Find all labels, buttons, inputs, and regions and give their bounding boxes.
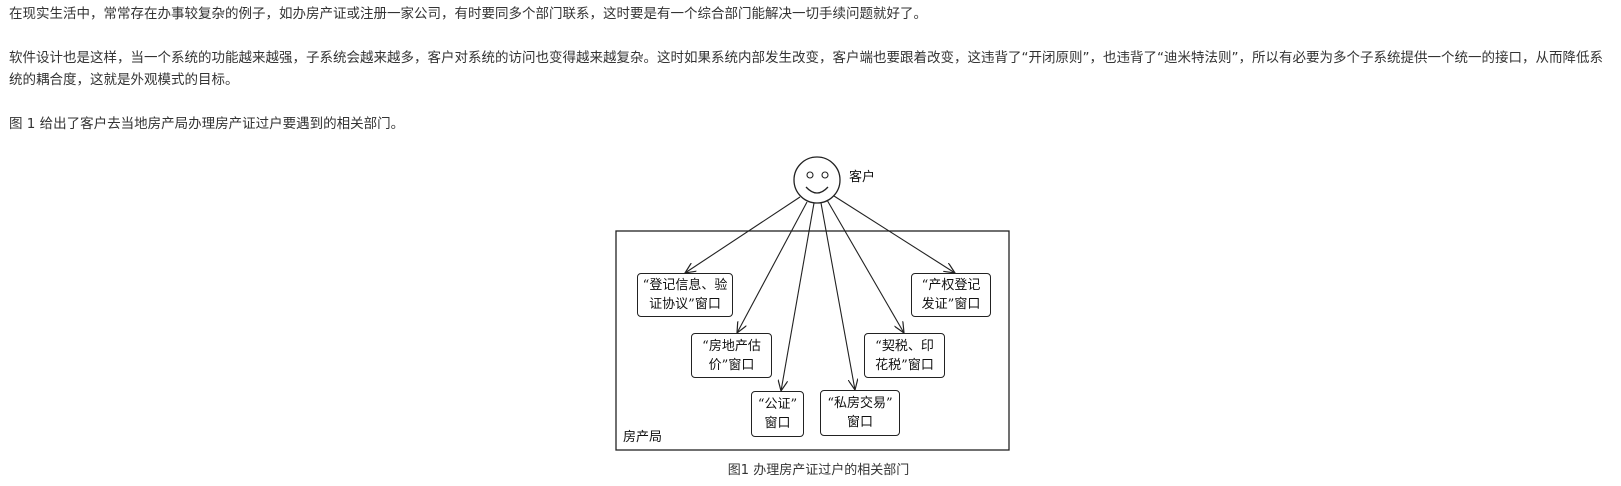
appraisal-window-line2: 价”窗口 — [708, 357, 755, 373]
tax-window-line1: “契税、印 — [875, 338, 934, 354]
private-trade-window-box: “私房交易” 窗口 — [820, 390, 900, 436]
title-window-line2: 发证”窗口 — [921, 297, 981, 312]
figure-intro-paragraph: 图 1 给出了客户去当地房产局办理房产证过户要遇到的相关部门。 — [9, 116, 405, 132]
registration-window-box: “登记信息、验 证协议”窗口 — [637, 273, 733, 317]
tax-window-line2: 花税”窗口 — [875, 357, 934, 373]
client-face-icon — [793, 156, 841, 204]
notary-window-box: “公证” 窗口 — [751, 391, 804, 437]
intro-paragraph: 在现实生活中，常常存在办事较复杂的例子，如办房产证或注册一家公司，有时要同多个部… — [9, 6, 927, 22]
title-window-box: “产权登记 发证”窗口 — [911, 273, 991, 317]
private-trade-window-line1: “私房交易” — [827, 396, 893, 411]
notary-window-line1: “公证” — [757, 397, 798, 412]
figure-caption-text: 图1 办理房产证过户的相关部门 — [727, 463, 910, 478]
appraisal-window-box: “房地产估 价”窗口 — [691, 333, 772, 378]
private-trade-window-line2: 窗口 — [846, 415, 873, 430]
registration-window-line1: “登记信息、验 — [642, 278, 728, 293]
arrow-to-private-trade-window — [820, 202, 855, 390]
appraisal-window-line1: “房地产估 — [702, 338, 761, 354]
figure-caption: 图1 办理房产证过户的相关部门 — [0, 459, 1621, 478]
arrow-to-title-window — [833, 195, 955, 273]
title-window-line1: “产权登记 — [921, 278, 981, 293]
arrow-to-tax-window — [826, 199, 904, 333]
arrow-to-appraisal-window — [737, 201, 808, 333]
real-estate-bureau-container — [615, 230, 1010, 451]
tax-window-box: “契税、印 花税”窗口 — [864, 333, 945, 378]
notary-window-line2: 窗口 — [764, 416, 791, 431]
client-label: 客户 — [849, 170, 876, 185]
real-estate-bureau-label: 房产局 — [623, 430, 663, 445]
registration-window-line2: 证协议”窗口 — [649, 297, 721, 312]
arrow-to-notary-window — [781, 202, 815, 391]
arrow-to-registration-window — [685, 196, 801, 273]
design-paragraph: 软件设计也是这样，当一个系统的功能越来越强，子系统会越来越多，客户对系统的访问也… — [9, 50, 1603, 88]
